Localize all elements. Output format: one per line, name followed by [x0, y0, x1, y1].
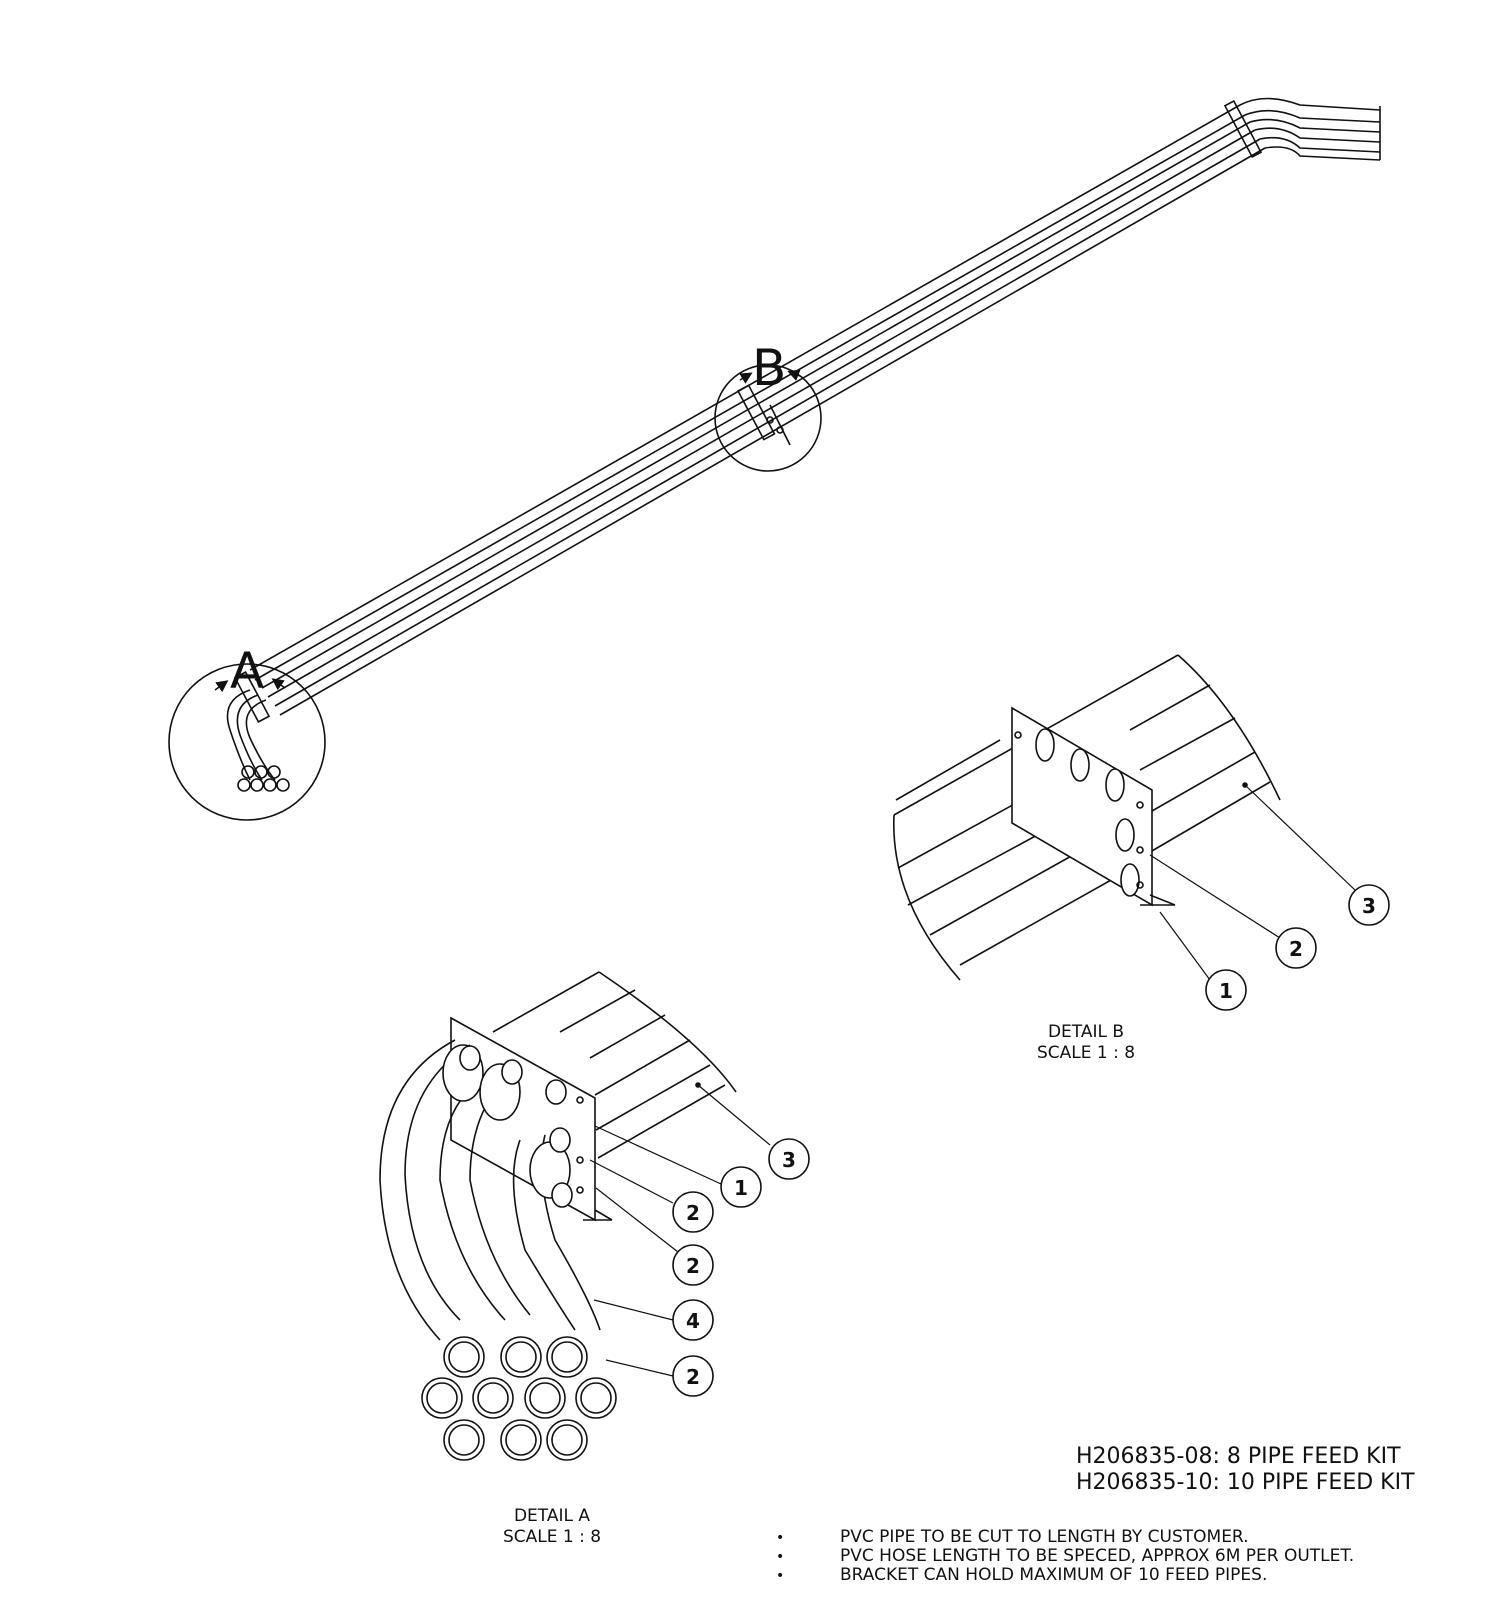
detail-b-scale: SCALE 1 : 8 [1036, 1043, 1136, 1063]
kit-08-title: H206835-08: 8 PIPE FEED KIT [1076, 1444, 1401, 1469]
detail-b-caption: DETAIL B SCALE 1 : 8 [986, 1022, 1186, 1064]
pipe-run [249, 104, 1266, 716]
detail-a-scale: SCALE 1 : 8 [502, 1527, 602, 1547]
note-text: PVC HOSE LENGTH TO BE SPECED, APPROX 6M … [840, 1546, 1355, 1566]
svg-text:4: 4 [686, 1309, 700, 1333]
svg-text:1: 1 [734, 1176, 748, 1200]
detail-b-title: DETAIL B [1047, 1022, 1125, 1042]
detail-a-balloon-4: 4 [672, 1299, 714, 1341]
hose-end-cluster [421, 1336, 617, 1461]
detail-b-balloon-3: 3 [1348, 884, 1390, 926]
svg-text:2: 2 [1289, 937, 1303, 961]
bullet-icon: • [776, 1549, 785, 1565]
bracket-b [736, 384, 791, 446]
detail-a-caption: DETAIL A SCALE 1 : 8 [452, 1506, 652, 1548]
note-text: PVC PIPE TO BE CUT TO LENGTH BY CUSTOMER… [840, 1527, 1249, 1547]
svg-text:2: 2 [686, 1365, 700, 1389]
detail-a-circle [168, 663, 326, 821]
kit-10-title: H206835-10: 10 PIPE FEED KIT [1076, 1470, 1415, 1495]
detail-a-title: DETAIL A [513, 1506, 591, 1526]
svg-text:3: 3 [1362, 894, 1376, 918]
view-label-a: A [214, 642, 286, 700]
detail-b-circle [714, 364, 822, 472]
svg-text:2: 2 [686, 1254, 700, 1278]
notes-list: • PVC PIPE TO BE CUT TO LENGTH BY CUSTOME… [776, 1528, 1354, 1585]
bracket-a [226, 671, 290, 792]
bullet-icon: • [776, 1568, 785, 1584]
detail-a-balloon-2: 2 [672, 1244, 714, 1286]
note-item: • BRACKET CAN HOLD MAXIMUM OF 10 FEED PIP… [776, 1566, 1354, 1585]
detail-b-balloon-2: 2 [1275, 927, 1317, 969]
svg-text:3: 3 [782, 1148, 796, 1172]
note-item: • PVC PIPE TO BE CUT TO LENGTH BY CUSTOME… [776, 1528, 1354, 1547]
detail-a-balloon-1: 1 [720, 1166, 762, 1208]
detail-b-view: 3 2 1 [893, 654, 1390, 1011]
far-end-bend [1223, 97, 1381, 161]
svg-text:1: 1 [1219, 979, 1233, 1003]
note-item: • PVC HOSE LENGTH TO BE SPECED, APPROX 6M… [776, 1547, 1354, 1566]
svg-text:B: B [752, 339, 786, 397]
svg-text:2: 2 [686, 1201, 700, 1225]
note-text: BRACKET CAN HOLD MAXIMUM OF 10 FEED PIPE… [840, 1565, 1268, 1585]
main-isometric-view [168, 97, 1381, 821]
detail-a-balloon-2: 2 [672, 1191, 714, 1233]
view-label-b: B [739, 339, 801, 397]
kit-list: H206835-08: 8 PIPE FEED KIT H206835-10: … [1076, 1444, 1415, 1496]
svg-text:A: A [230, 642, 264, 700]
detail-a-view: 3 1 2 2 4 2 [379, 971, 810, 1461]
detail-a-balloon-3: 3 [768, 1138, 810, 1180]
detail-a-balloon-2: 2 [672, 1355, 714, 1397]
detail-b-balloon-1: 1 [1205, 969, 1247, 1011]
bullet-icon: • [776, 1530, 785, 1546]
